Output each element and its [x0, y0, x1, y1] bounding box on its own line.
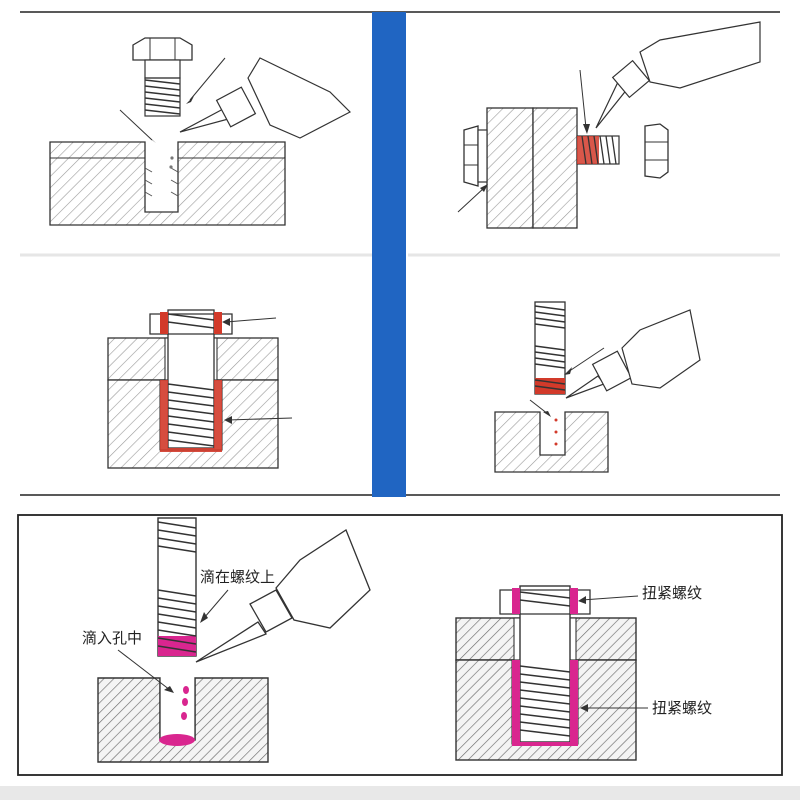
- panel-mid-left: [107, 309, 293, 469]
- panel-bottom-left: 滴在螺纹上 滴入孔中: [82, 517, 371, 763]
- bolt-icon: [463, 125, 488, 187]
- label-tighten-thread-top: 扭紧螺纹: [642, 584, 702, 602]
- adhesive-drops: [181, 686, 189, 720]
- glue-bottle-icon: [195, 529, 371, 663]
- label-tighten-thread-bottom: 扭紧螺纹: [652, 699, 712, 717]
- bottom-bar: [0, 786, 800, 800]
- panel-mid-right: [494, 301, 701, 473]
- nut-icon: [644, 123, 669, 179]
- adhesive-red-deposit: [160, 312, 222, 452]
- stud-icon: [157, 517, 197, 657]
- label-drip-on-thread: 滴在螺纹上: [200, 568, 275, 586]
- stud-icon: [534, 301, 566, 395]
- bolt-threads: [576, 135, 620, 165]
- panel-bottom-right: 扭紧螺纹 扭紧螺纹: [455, 584, 712, 761]
- glue-bottle-icon: [565, 309, 701, 399]
- glue-bottle-icon: [179, 57, 352, 139]
- adhesive-magenta-deposit: [512, 588, 578, 746]
- bolt-icon: [132, 37, 193, 117]
- panel-top-right: [457, 21, 761, 229]
- label-drip-into-hole: 滴入孔中: [82, 629, 142, 647]
- panel-top-left: [49, 37, 352, 226]
- bottom-frame: [17, 514, 783, 776]
- glue-bottle-icon: [595, 21, 761, 129]
- blue-divider: [372, 12, 406, 497]
